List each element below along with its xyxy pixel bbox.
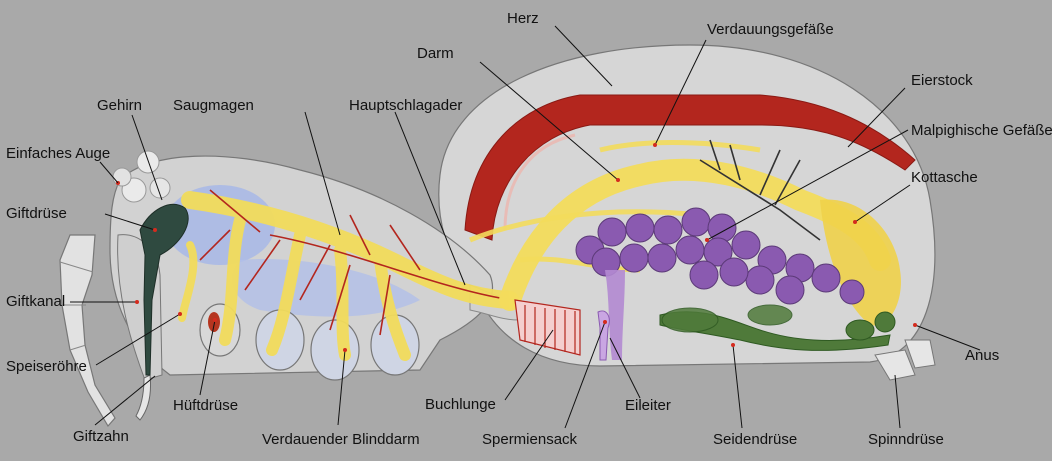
label-hueftdruese: Hüftdrüse [173, 397, 239, 414]
label-herz: Herz [507, 10, 539, 27]
label-malpighische: Malpighische Gefäße [911, 122, 1052, 139]
label-verdauungsgefaesse: Verdauungsgefäße [707, 21, 834, 38]
label-darm: Darm [417, 45, 454, 62]
label-seidendruese: Seidendrüse [713, 431, 798, 448]
label-hauptschlagader: Hauptschlagader [349, 97, 463, 114]
gut-anterior [178, 191, 519, 361]
label-speiseroehre: Speiseröhre [6, 358, 87, 375]
label-gehirn: Gehirn [97, 97, 143, 114]
label-giftdruese: Giftdrüse [6, 205, 67, 222]
label-giftzahn: Giftzahn [73, 428, 129, 445]
malpighian-tubules [699, 139, 821, 241]
silk-glands [659, 304, 896, 351]
stercoral-pocket [820, 199, 901, 326]
pedipalp [59, 234, 116, 428]
label-spinndruese: Spinndrüse [868, 431, 944, 448]
label-kottasche: Kottasche [911, 169, 978, 186]
label-eileiter: Eileiter [625, 397, 671, 414]
spinnerets [874, 339, 936, 381]
label-spermiensack: Spermiensack [482, 431, 578, 448]
book-lung [514, 299, 581, 356]
nerve-mass [231, 259, 420, 317]
label-einfaches-auge: Einfaches Auge [6, 145, 111, 162]
oviduct [605, 270, 625, 360]
fang [135, 374, 151, 421]
leader-dots [116, 143, 917, 352]
label-anus: Anus [965, 347, 1000, 364]
label-buchlunge: Buchlunge [425, 396, 496, 413]
coxal-gland [208, 312, 220, 332]
leader-lines [70, 25, 981, 429]
heart [464, 94, 916, 241]
label-eierstock: Eierstock [911, 72, 973, 89]
label-giftkanal: Giftkanal [6, 293, 66, 310]
label-blinddarm: Verdauender Blinddarm [262, 431, 420, 448]
ovary [575, 207, 865, 305]
label-saugmagen: Saugmagen [173, 97, 254, 114]
venom-gland [139, 203, 189, 376]
anterior-arteries [199, 189, 501, 336]
